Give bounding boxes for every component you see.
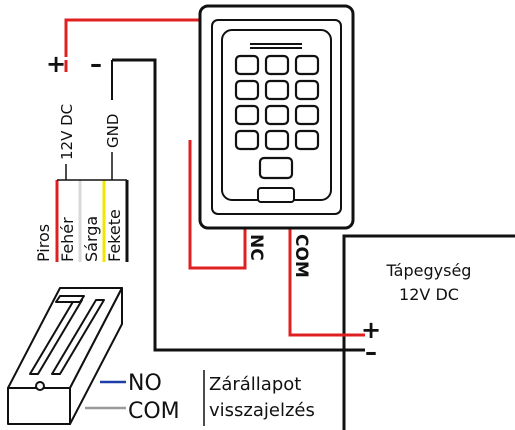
minus-terminal-label: – bbox=[90, 50, 102, 78]
lock-pin-com: COM bbox=[128, 399, 180, 424]
keypad-reader-strip bbox=[250, 43, 302, 49]
lock-tab bbox=[55, 295, 85, 303]
lock-pin-no: NO bbox=[128, 371, 162, 396]
keypad-key bbox=[294, 54, 320, 76]
plus-terminal-label: + bbox=[46, 50, 66, 78]
keypad-key bbox=[264, 54, 290, 76]
power-supply-minus-terminal: – bbox=[365, 338, 377, 366]
keypad-key bbox=[234, 104, 260, 126]
power-supply-title: Tápegység bbox=[386, 261, 472, 280]
wire-gnd-to-supply bbox=[112, 58, 365, 352]
magnetic-lock bbox=[7, 287, 123, 425]
wire-color-legend: Piros Fehér Sárga Fekete bbox=[34, 179, 129, 262]
keypad-key-zero bbox=[258, 156, 294, 180]
power-supply: Tápegység 12V DC + – bbox=[342, 234, 515, 430]
power-supply-voltage: 12V DC bbox=[399, 285, 459, 304]
keypad-device: NC COM bbox=[198, 4, 355, 278]
wire-nc bbox=[188, 140, 247, 270]
keypad-pin-nc: NC bbox=[246, 234, 266, 261]
wire-name-black: Fekete bbox=[105, 209, 124, 262]
keypad-key bbox=[264, 129, 290, 151]
feedback-label-line1: Zárállapot bbox=[209, 374, 301, 395]
keypad-pin-com: COM bbox=[291, 234, 311, 278]
wire-name-white: Fehér bbox=[58, 217, 77, 262]
keypad-key bbox=[234, 54, 260, 76]
voltage-label: 12V DC bbox=[58, 104, 76, 160]
gnd-label: GND bbox=[104, 114, 122, 148]
lock-front-face bbox=[7, 387, 71, 425]
keypad-bottom-slot bbox=[257, 187, 295, 203]
feedback-label-line2: visszajelzés bbox=[209, 400, 315, 421]
wire-com-to-supply bbox=[288, 228, 365, 337]
keypad-key bbox=[234, 129, 260, 151]
wire-name-yellow: Sárga bbox=[82, 216, 101, 262]
lock-groove-2 bbox=[51, 299, 105, 375]
keypad-key bbox=[234, 79, 260, 101]
keypad-key bbox=[294, 129, 320, 151]
keypad-keys bbox=[234, 54, 320, 180]
power-supply-outline bbox=[342, 234, 515, 430]
power-supply-plus-terminal: + bbox=[361, 316, 381, 344]
keypad-key bbox=[264, 79, 290, 101]
keypad-key bbox=[294, 79, 320, 101]
lock-screw-hole bbox=[35, 381, 45, 391]
wire-name-red: Piros bbox=[34, 224, 53, 262]
keypad-key bbox=[294, 104, 320, 126]
keypad-key bbox=[264, 104, 290, 126]
